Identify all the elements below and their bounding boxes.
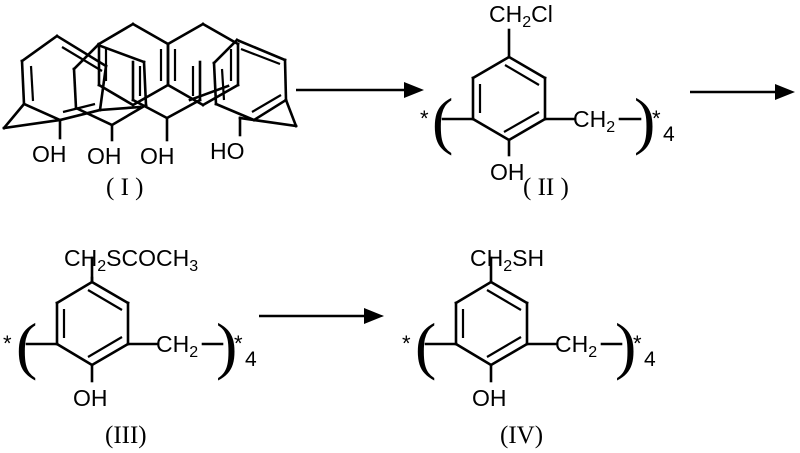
arrow-1 xyxy=(296,82,424,98)
arrow-3 xyxy=(259,308,384,324)
compound-1-ring-2 xyxy=(72,43,148,127)
compound-1-oh-label-2: OH xyxy=(87,143,122,169)
compound-4-right-star: * xyxy=(633,331,642,356)
compound-2-close-paren: ) xyxy=(634,85,655,156)
compound-2-benzene-ring xyxy=(471,55,547,142)
compound-3-left-star: * xyxy=(3,331,12,356)
compound-4-benzene-ring xyxy=(454,280,529,367)
compound-1-bridge-right-b xyxy=(238,116,298,128)
compound-2-structure: CH2Cl OH CH2 xyxy=(420,1,675,201)
compound-4-structure: CH2SH OH CH2 xyxy=(402,245,656,449)
compound-4-label: (IV) xyxy=(500,422,543,449)
compound-2-linker-group: CH2 xyxy=(573,106,615,136)
compound-3-label: (III) xyxy=(105,422,147,449)
compound-4-close-paren: ) xyxy=(615,310,636,381)
compound-3-repeat-count: 4 xyxy=(245,348,257,371)
compound-3-top-group: CH2SCOCH3 xyxy=(64,245,198,275)
compound-1-ring-center xyxy=(131,60,202,120)
compound-4-left-star: * xyxy=(402,331,411,356)
compound-1-structure: OH OH OH HO ( I ) xyxy=(2,22,298,201)
compound-2-top-group: CH2Cl xyxy=(489,1,553,31)
compound-3-right-star: * xyxy=(234,331,243,356)
compound-2-label: ( II ) xyxy=(523,174,569,201)
compound-1-oh-label-1: OH xyxy=(32,141,67,167)
compound-2-oh-label: OH xyxy=(490,159,525,185)
compound-2-repeat-count: 4 xyxy=(663,123,675,146)
compound-3-benzene-ring xyxy=(55,280,130,367)
compound-1-bridge-left-b xyxy=(2,118,62,130)
compound-3-oh-label: OH xyxy=(73,385,108,411)
compound-4-oh-label: OH xyxy=(472,385,507,411)
compound-4-top-group: CH2SH xyxy=(470,245,544,275)
compound-2-open-paren: ( xyxy=(432,85,453,156)
compound-1-bridge-right-a xyxy=(284,98,298,128)
compound-2-left-star: * xyxy=(420,106,429,131)
compound-1-bridge-left-a xyxy=(2,102,26,130)
compound-1-oh-label-4: HO xyxy=(210,138,245,164)
compound-3-structure: CH2SCOCH3 OH CH2 xyxy=(3,245,257,449)
compound-3-open-paren: ( xyxy=(16,310,37,381)
arrow-2 xyxy=(690,84,795,100)
compound-4-linker-group: CH2 xyxy=(555,331,597,361)
compound-3-close-paren: ) xyxy=(216,310,237,381)
compound-1-label: ( I ) xyxy=(106,174,143,201)
compound-1-ring-5 xyxy=(212,38,288,122)
compound-4-open-paren: ( xyxy=(415,310,436,381)
compound-1-methylene-1 xyxy=(98,105,142,112)
compound-4-repeat-count: 4 xyxy=(644,348,656,371)
compound-2-right-star: * xyxy=(652,106,661,131)
compound-3-linker-group: CH2 xyxy=(156,331,198,361)
compound-1-methylene-2 xyxy=(188,84,230,102)
compound-1-oh-label-3: OH xyxy=(140,143,175,169)
compound-1-ring-4 xyxy=(166,22,240,107)
